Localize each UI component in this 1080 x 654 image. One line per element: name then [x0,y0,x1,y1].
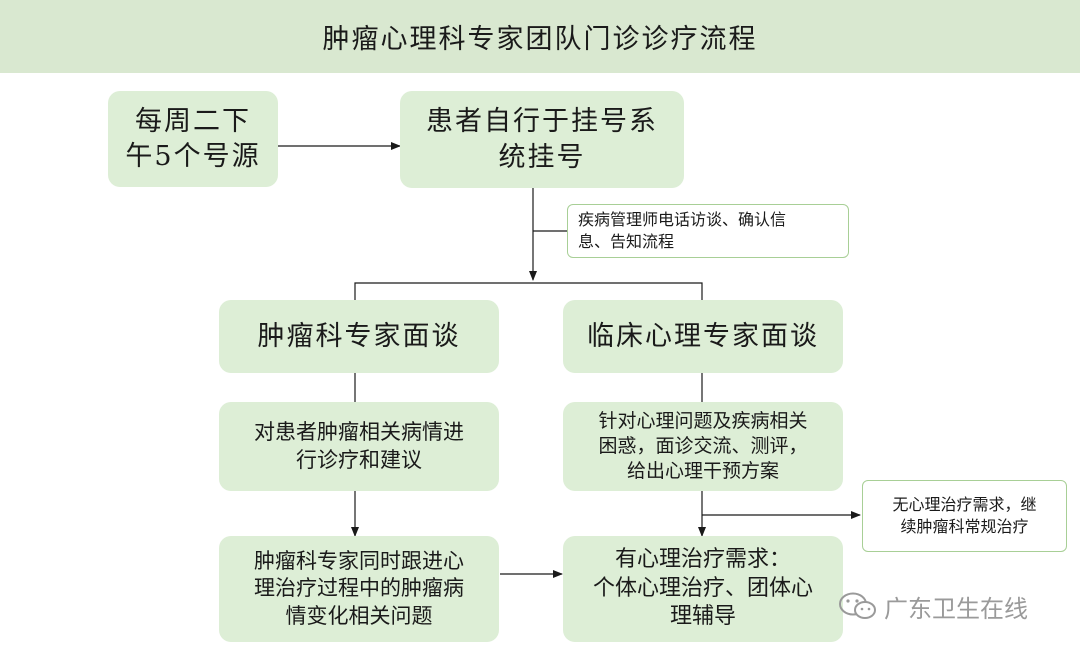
split-bar [354,282,703,300]
watermark-text: 广东卫生在线 [884,594,1028,623]
psych-assess-box: 针对心理问题及疾病相关 困惑，面诊交流、测评， 给出心理干预方案 [563,402,843,491]
page-title: 肿瘤心理科专家团队门诊诊疗流程 [0,0,1080,73]
oncology-interview-box: 肿瘤科专家面谈 [219,300,499,373]
schedule-box: 每周二下 午5个号源 [108,91,278,187]
watermark: 广东卫生在线 [838,588,1028,624]
wechat-icon [839,592,876,619]
no-need-note: 无心理治疗需求，继 续肿瘤科常规治疗 [862,480,1067,552]
oncology-followup-box: 肿瘤科专家同时跟进心 理治疗过程中的肿瘤病 情变化相关问题 [219,536,499,642]
phone-call-note: 疾病管理师电话访谈、确认信 息、告知流程 [567,204,849,258]
need-therapy-box: 有心理治疗需求： 个体心理治疗、团体心 理辅导 [563,536,843,642]
psych-interview-box: 临床心理专家面谈 [563,300,843,373]
register-box: 患者自行于挂号系 统挂号 [400,91,684,188]
oncology-treat-box: 对患者肿瘤相关病情进 行诊疗和建议 [219,402,499,491]
